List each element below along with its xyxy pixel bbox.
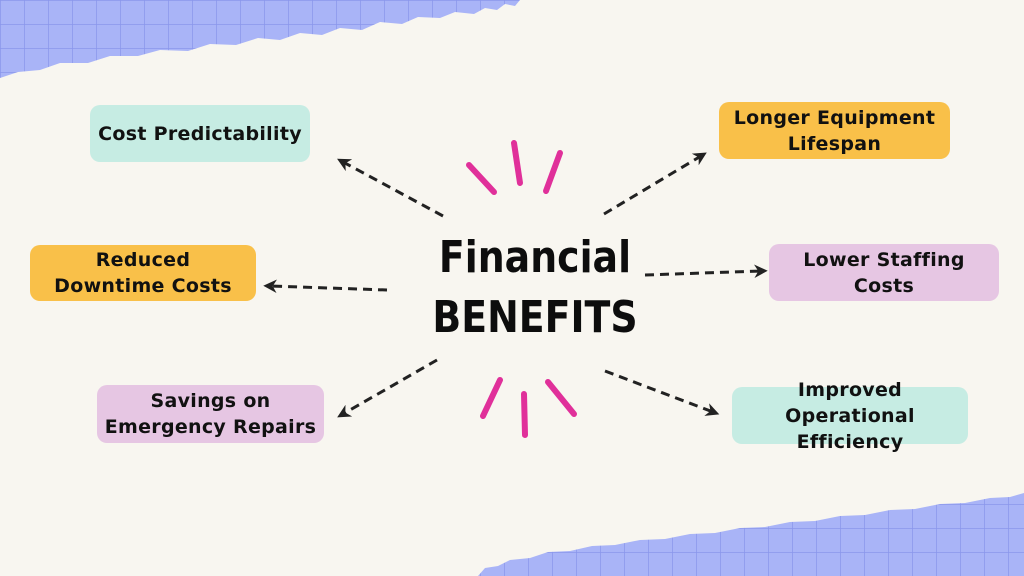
- arrow-to-lower-staffing: [644, 264, 768, 278]
- arrow-to-longer-lifespan: [603, 152, 707, 216]
- grid-paper-top-left: [0, 0, 520, 78]
- arrow-to-improved-efficiency: [604, 369, 720, 416]
- node-savings-emergency-repairs: Savings on Emergency Repairs: [97, 385, 324, 443]
- burst-stroke-bottom-left: [480, 377, 503, 419]
- connector-arrows: [263, 152, 768, 418]
- node-longer-equipment-lifespan: Longer Equipment Lifespan: [719, 102, 950, 159]
- central-topic: Financial BENEFITS: [423, 228, 647, 348]
- burst-stroke-bottom-center: [521, 391, 528, 438]
- burst-stroke-top-right: [543, 150, 563, 194]
- grid-paper-bottom-right: [478, 493, 1024, 576]
- burst-stroke-top-center: [511, 140, 523, 186]
- node-improved-operational-efficiency: Improved Operational Efficiency: [732, 379, 968, 453]
- title-line-financial: Financial: [438, 232, 632, 283]
- arrow-to-cost-predictability: [337, 158, 444, 218]
- burst-stroke-bottom-right: [545, 379, 577, 417]
- burst-strokes: [466, 140, 577, 438]
- node-lower-staffing-costs: Lower Staffing Costs: [769, 244, 999, 301]
- arrow-to-savings-emergency: [337, 358, 438, 418]
- title-line-benefits: BENEFITS: [432, 292, 638, 343]
- node-cost-predictability: Cost Predictability: [90, 105, 310, 162]
- burst-stroke-top-left: [466, 162, 497, 195]
- arrow-to-reduced-downtime: [263, 279, 388, 293]
- node-reduced-downtime-costs: Reduced Downtime Costs: [30, 245, 256, 301]
